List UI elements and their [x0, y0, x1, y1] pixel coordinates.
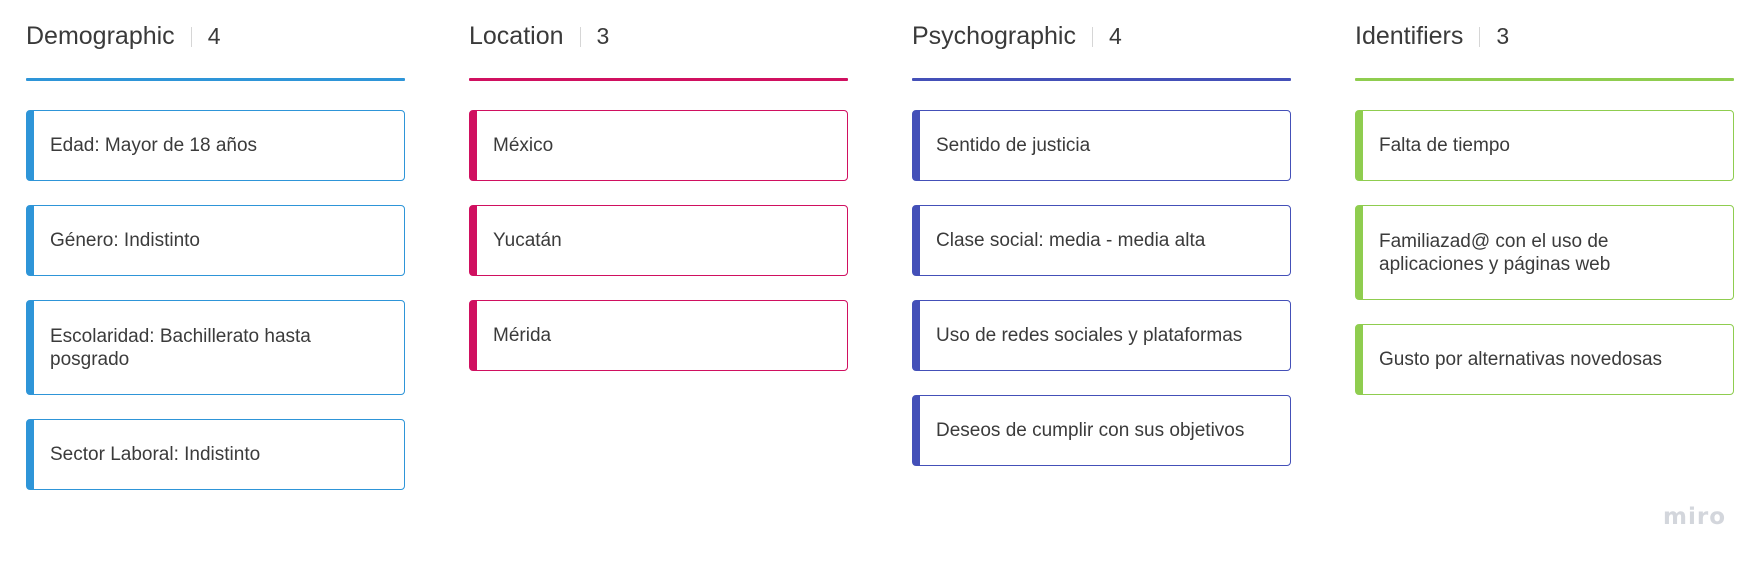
- card-text: Clase social: media - media alta: [936, 230, 1206, 251]
- column-title: Location: [469, 22, 564, 50]
- card-text: Sector Laboral: Indistinto: [50, 444, 261, 465]
- card[interactable]: Mérida: [469, 300, 848, 371]
- card[interactable]: Gusto por alternativas novedosas: [1355, 324, 1734, 395]
- card[interactable]: Falta de tiempo: [1355, 110, 1734, 181]
- column-count: 3: [1496, 23, 1510, 49]
- column-title: Demographic: [26, 22, 175, 50]
- card-text: Mérida: [493, 325, 552, 346]
- card-text: Yucatán: [493, 230, 562, 251]
- column-accent-line: [469, 78, 848, 81]
- column-count: 4: [207, 23, 221, 49]
- card-text: Sentido de justicia: [936, 135, 1091, 156]
- card[interactable]: Escolaridad: Bachillerato hasta posgrado: [26, 300, 405, 395]
- card[interactable]: Sector Laboral: Indistinto: [26, 419, 405, 490]
- board: Demographic 4 Edad: Mayor de 18 años Gén…: [26, 0, 1734, 490]
- card-text: Falta de tiempo: [1379, 135, 1510, 156]
- column-title: Identifiers: [1355, 22, 1464, 50]
- card-list: Falta de tiempo Familiazad@ con el uso d…: [1355, 110, 1734, 395]
- card-text: Escolaridad: Bachillerato hasta posgrado: [50, 325, 311, 370]
- column-psychographic: Psychographic 4 Sentido de justicia Clas…: [912, 0, 1291, 466]
- column-header[interactable]: Location 3: [469, 0, 848, 78]
- card[interactable]: Género: Indistinto: [26, 205, 405, 276]
- header-divider: [579, 26, 581, 47]
- card[interactable]: Familiazad@ con el uso de aplicaciones y…: [1355, 205, 1734, 300]
- card-list: México Yucatán Mérida: [469, 110, 848, 371]
- column-accent-line: [912, 78, 1291, 81]
- column-accent-line: [26, 78, 405, 81]
- card-text: Deseos de cumplir con sus objetivos: [936, 420, 1245, 441]
- column-header[interactable]: Psychographic 4: [912, 0, 1291, 78]
- column-count: 3: [596, 23, 610, 49]
- card[interactable]: Sentido de justicia: [912, 110, 1291, 181]
- card[interactable]: Yucatán: [469, 205, 848, 276]
- card[interactable]: Deseos de cumplir con sus objetivos: [912, 395, 1291, 466]
- header-divider: [1091, 26, 1093, 47]
- miro-logo: miro: [1663, 504, 1726, 530]
- column-location: Location 3 México Yucatán Mérida: [469, 0, 848, 371]
- card[interactable]: Clase social: media - media alta: [912, 205, 1291, 276]
- card-text: Edad: Mayor de 18 años: [50, 135, 258, 156]
- card-text: Género: Indistinto: [50, 230, 200, 251]
- column-header[interactable]: Demographic 4: [26, 0, 405, 78]
- column-header[interactable]: Identifiers 3: [1355, 0, 1734, 78]
- column-identifiers: Identifiers 3 Falta de tiempo Familiazad…: [1355, 0, 1734, 395]
- card-text: Gusto por alternativas novedosas: [1379, 349, 1663, 370]
- column-accent-line: [1355, 78, 1734, 81]
- column-title: Psychographic: [912, 22, 1076, 50]
- header-divider: [190, 26, 192, 47]
- column-demographic: Demographic 4 Edad: Mayor de 18 años Gén…: [26, 0, 405, 490]
- card[interactable]: México: [469, 110, 848, 181]
- card-text: Familiazad@ con el uso de aplicaciones y…: [1379, 230, 1611, 275]
- card[interactable]: Edad: Mayor de 18 años: [26, 110, 405, 181]
- header-divider: [1479, 26, 1481, 47]
- column-count: 4: [1108, 23, 1122, 49]
- card[interactable]: Uso de redes sociales y plataformas: [912, 300, 1291, 371]
- card-text: Uso de redes sociales y plataformas: [936, 325, 1243, 346]
- card-list: Sentido de justicia Clase social: media …: [912, 110, 1291, 466]
- card-text: México: [493, 135, 554, 156]
- card-list: Edad: Mayor de 18 años Género: Indistint…: [26, 110, 405, 490]
